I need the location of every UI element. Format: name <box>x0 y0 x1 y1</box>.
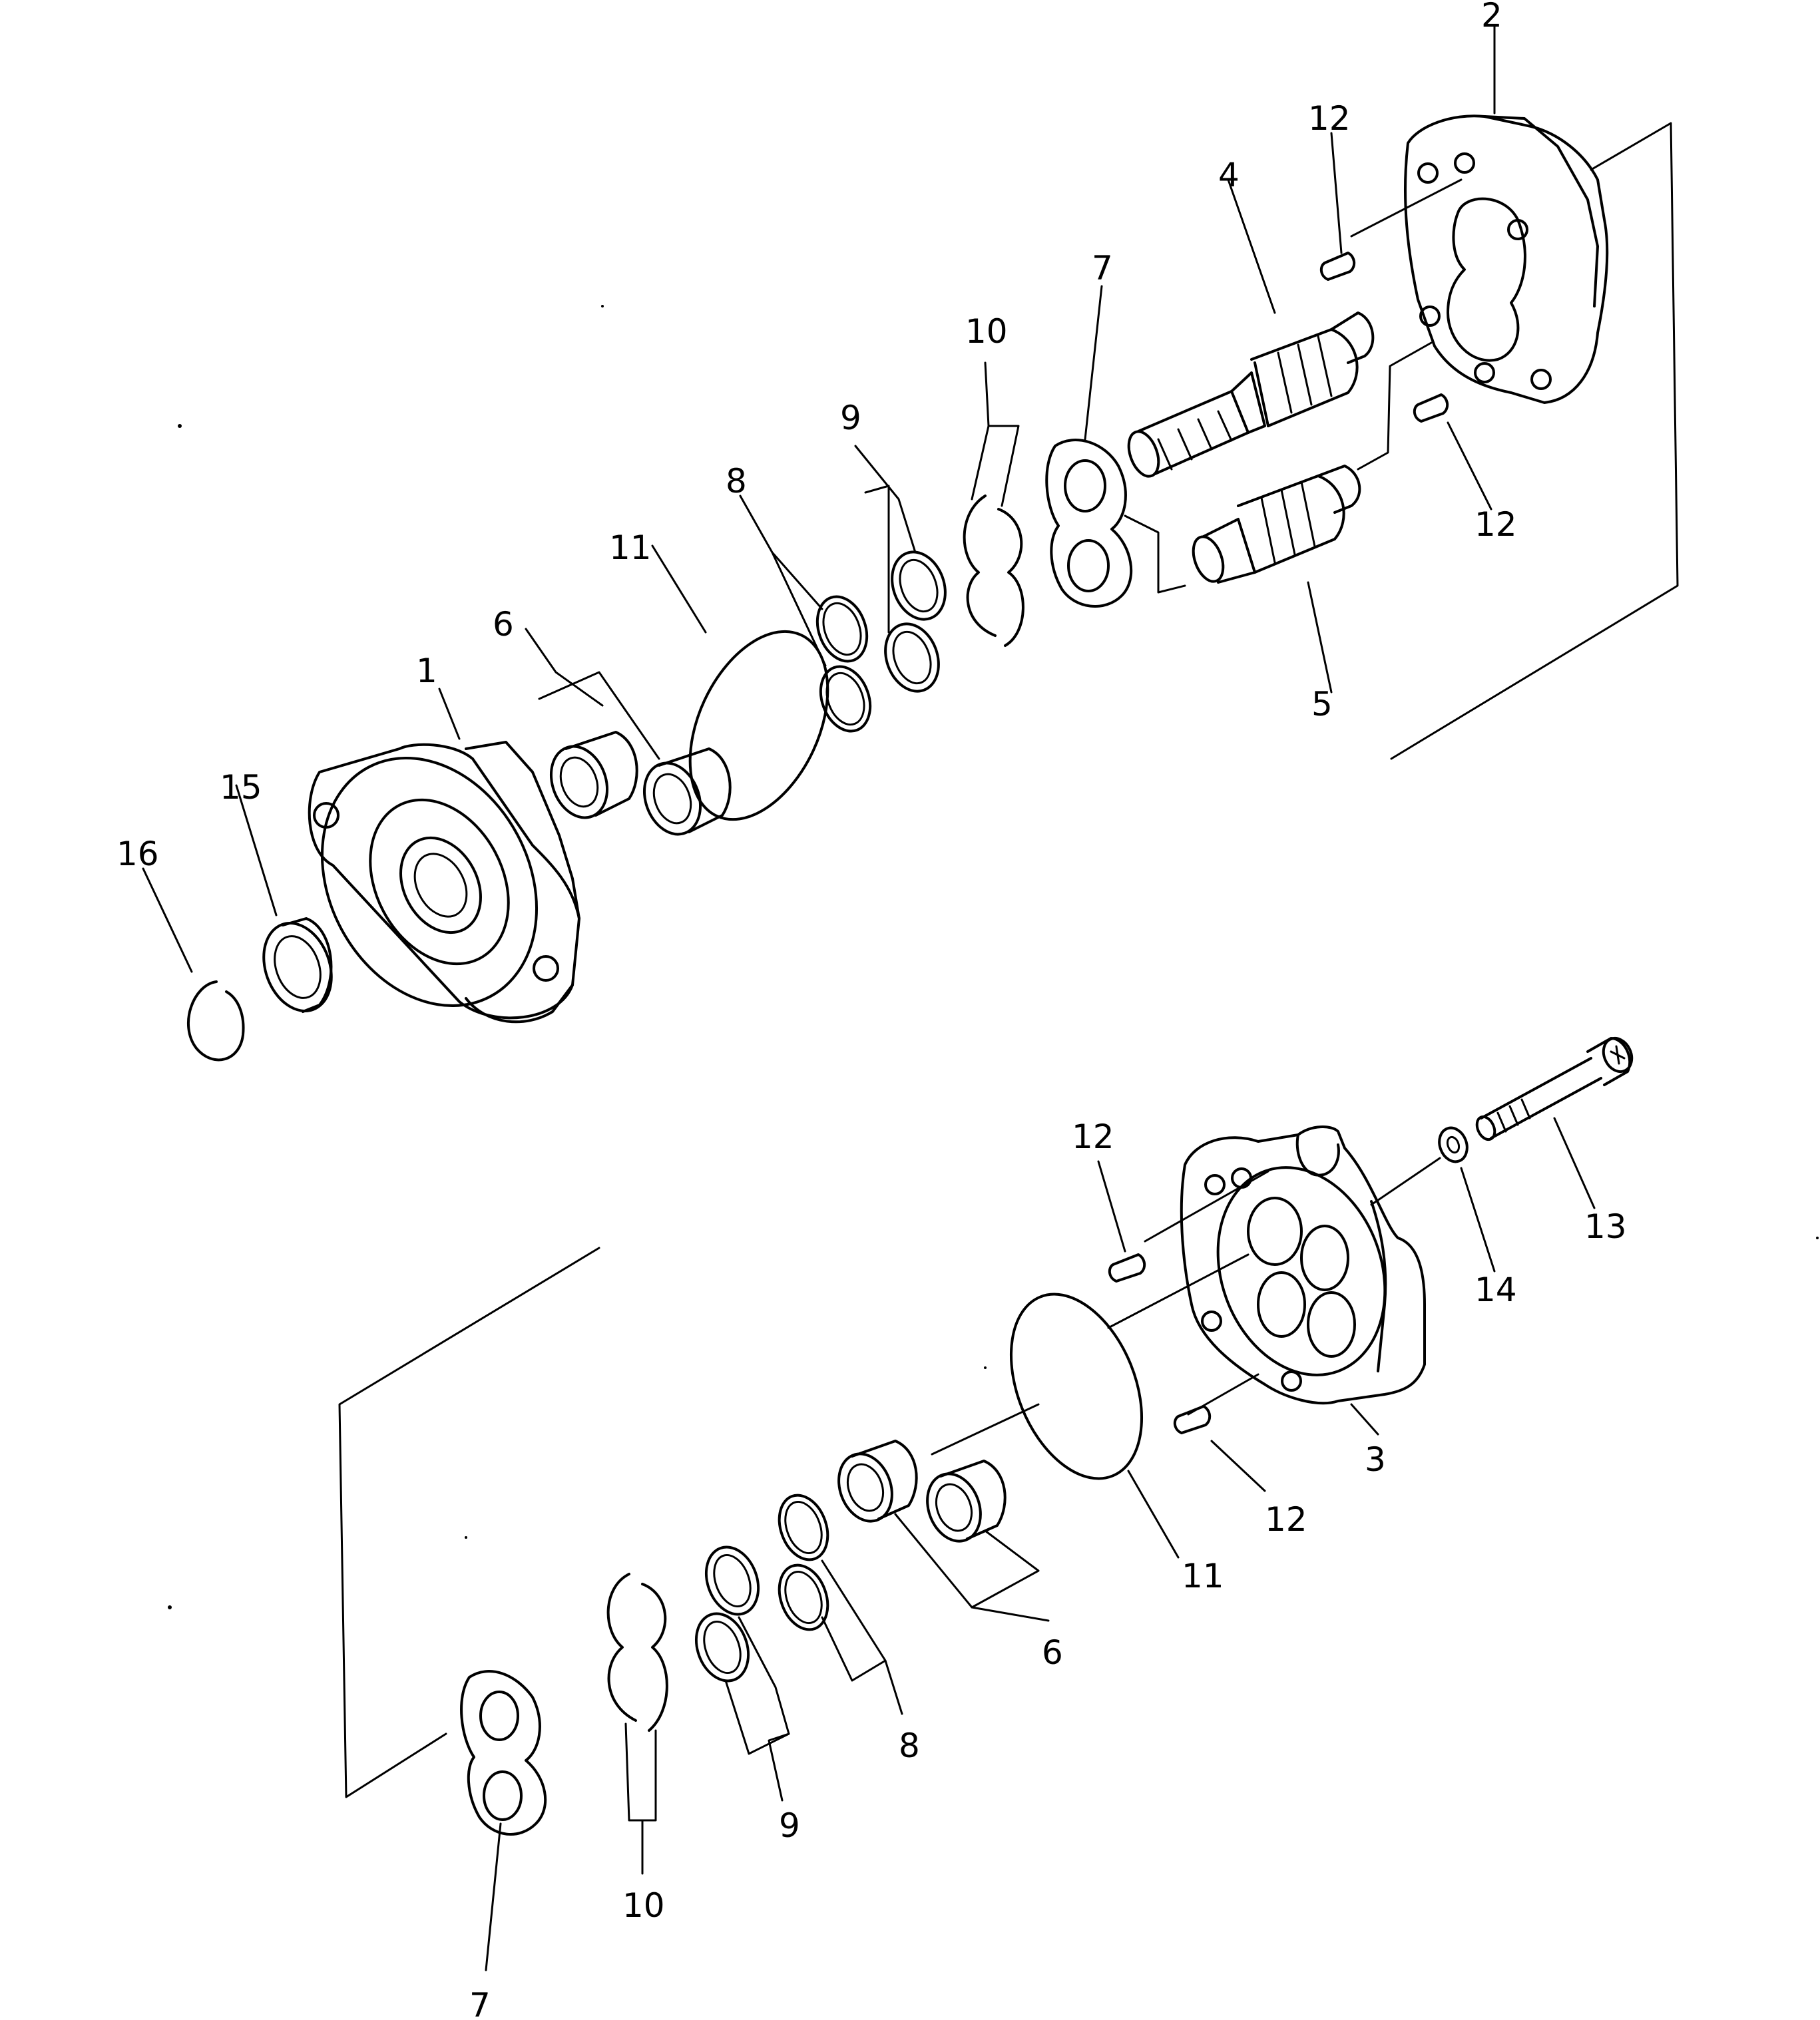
callout-6-bottom: 6 <box>1042 1633 1063 1672</box>
part-1-front-cover <box>308 741 580 1024</box>
part-16-snap-ring <box>187 980 245 1062</box>
callout-8-top: 8 <box>726 462 747 501</box>
part-9-backup-rings-top <box>884 550 947 693</box>
callout-11-top: 11 <box>609 528 652 567</box>
callout-1: 1 <box>416 652 437 690</box>
callout-2: 2 <box>1481 0 1502 35</box>
callout-11-bottom: 11 <box>1182 1557 1224 1595</box>
part-6-needle-bearings-bottom <box>837 1440 1007 1543</box>
part-3-rear-cover <box>1180 1125 1426 1405</box>
leader-lines <box>142 25 1679 1971</box>
callout-9-bottom: 9 <box>779 1806 800 1845</box>
part-15-oil-seal <box>262 917 333 1013</box>
part-12-dowel-pins-bottom <box>1108 1253 1212 1434</box>
callout-13: 13 <box>1584 1207 1627 1246</box>
callout-14: 14 <box>1475 1271 1517 1309</box>
part-13-bolt <box>1475 1036 1634 1141</box>
callout-16: 16 <box>116 835 159 873</box>
part-7-wear-plate-bottom <box>460 1670 547 1836</box>
callout-5: 5 <box>1311 685 1333 723</box>
part-8-rings-top <box>815 595 872 733</box>
part-8-rings-bottom <box>778 1494 829 1631</box>
part-12-dowel-pins-top <box>1319 252 1449 423</box>
callout-12-bottom-a: 12 <box>1072 1117 1114 1156</box>
part-9-backup-rings-bottom <box>694 1545 760 1683</box>
callout-12-top-a: 12 <box>1308 99 1351 138</box>
part-4-drive-gear-shaft <box>1127 311 1375 478</box>
part-10-seals-bottom <box>606 1573 668 1732</box>
callout-7-top: 7 <box>1092 249 1113 288</box>
callout-8-bottom: 8 <box>899 1726 920 1765</box>
callout-12-top-b: 12 <box>1475 505 1517 544</box>
part-5-driven-gear-shaft <box>1192 465 1361 584</box>
part-11-o-ring-bottom <box>1009 1293 1144 1480</box>
callout-6-top: 6 <box>493 605 514 644</box>
callout-12-bottom-b: 12 <box>1265 1500 1307 1539</box>
part-14-washer <box>1438 1126 1469 1163</box>
callout-3: 3 <box>1365 1440 1386 1479</box>
callout-labels: 2 12 4 7 10 9 8 11 6 1 15 16 12 5 12 13 … <box>116 0 1627 2020</box>
callout-15: 15 <box>220 768 262 807</box>
callout-4: 4 <box>1218 156 1240 194</box>
part-10-seals-top <box>963 495 1024 647</box>
callout-7-bottom: 7 <box>469 1986 491 2020</box>
part-2-gear-housing <box>1404 114 1609 404</box>
part-11-o-ring-top <box>688 630 829 821</box>
part-6-needle-bearings-top <box>549 731 732 836</box>
callout-9-top: 9 <box>840 399 861 437</box>
callout-10-top: 10 <box>965 312 1008 351</box>
callout-10-bottom: 10 <box>622 1886 665 1925</box>
part-7-wear-plate-top <box>1045 439 1133 608</box>
